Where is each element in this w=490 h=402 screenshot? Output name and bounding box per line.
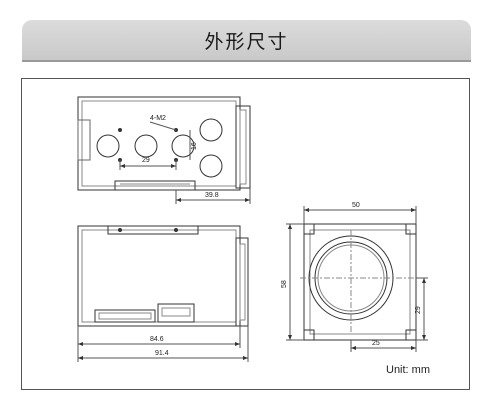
side-length-total-label: 91.4 [155,350,169,357]
lens-center-v-label: 29 [415,306,422,314]
unit-label: Unit: mm [386,364,430,376]
section-title: 外形尺寸 [204,30,289,53]
side-length-inner-label: 84.6 [150,336,164,343]
side-view [77,225,249,362]
front-depth-label: 39.8 [205,192,219,199]
lens-width-label: 50 [352,202,360,209]
lens-center-h-label: 25 [372,340,380,347]
section-header: 外形尺寸 [22,20,471,62]
top-view [77,96,251,204]
hole-pitch-v-label: 16 [191,142,198,150]
holes-label: 4-M2 [150,115,166,122]
lens-height-label: 58 [281,280,288,288]
front-view [286,206,428,352]
drawing-frame [21,78,470,390]
hole-pitch-h-label: 29 [142,157,150,164]
